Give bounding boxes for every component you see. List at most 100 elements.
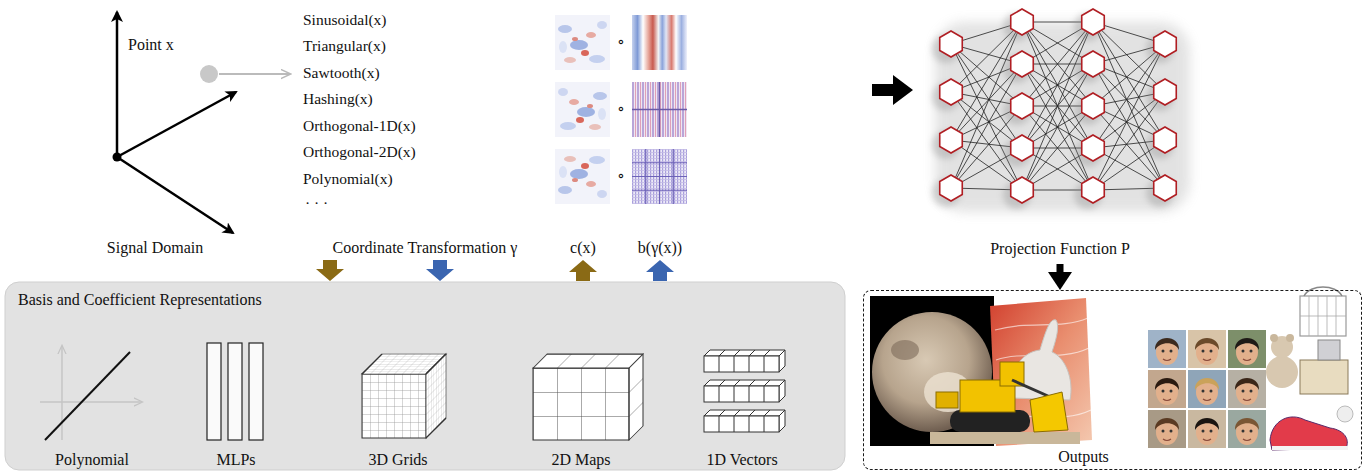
objects-image <box>1266 287 1353 450</box>
product-symbol: ∘ <box>617 33 625 50</box>
objects-image <box>1300 360 1348 394</box>
label-slot: Sawtooth(x) <box>303 64 380 83</box>
polynomial-icon <box>61 346 62 440</box>
objects-image <box>1337 406 1353 422</box>
polynomial-icon <box>45 352 130 440</box>
faces-image <box>1188 370 1226 408</box>
coefficient-tiles <box>555 15 610 70</box>
coefficient-tiles <box>555 149 610 204</box>
basis-tiles <box>632 15 687 70</box>
faces-image <box>1228 410 1266 448</box>
faces-image <box>1148 410 1186 448</box>
faces-image <box>1148 330 1186 368</box>
representation-item: 3D Grids <box>338 448 458 472</box>
component-label: Projection Function P <box>990 239 1130 258</box>
label-slot: Orthogonal-2D(x) <box>303 143 416 162</box>
transform-arrows <box>646 260 674 281</box>
network-links <box>1022 22 1093 148</box>
objects-image <box>1300 296 1346 336</box>
faces-image <box>1228 370 1266 408</box>
network-unit <box>1154 175 1177 201</box>
sample-point <box>200 65 218 83</box>
label-slot: ∘ <box>617 99 625 118</box>
faces-image <box>1228 330 1266 368</box>
transform-arrows <box>569 260 597 281</box>
signal-axes <box>116 12 119 157</box>
transform-arrows <box>316 260 674 281</box>
network-unit <box>1082 177 1105 203</box>
faces-image <box>1188 330 1226 368</box>
item-label: 2D Maps <box>551 450 610 469</box>
grid-map-icon <box>629 354 643 440</box>
network-links <box>951 64 1022 188</box>
signal-axes <box>113 153 122 162</box>
objects-image <box>1318 340 1340 360</box>
transform-name: Polynomial(x) <box>303 170 393 187</box>
transform-name: Triangular(x) <box>303 37 386 54</box>
bunny-image <box>1011 320 1071 400</box>
grid-cube-icon <box>362 374 426 438</box>
item-label: MLPs <box>216 450 255 469</box>
objects-image <box>1300 296 1346 336</box>
signal-axes <box>117 157 233 233</box>
grid-map-icon <box>629 354 643 440</box>
basis-tiles <box>632 82 687 137</box>
network-links <box>1093 64 1165 188</box>
section-label: c(x) <box>570 239 596 256</box>
grid-map-icon <box>533 354 643 440</box>
label-slot: · · · <box>305 194 328 213</box>
grid-cube-icon <box>362 354 446 438</box>
network-unit <box>1154 79 1177 105</box>
grid-map-icon <box>533 368 629 440</box>
network-unit <box>1011 51 1034 77</box>
signal-axes <box>113 12 237 233</box>
signal-axes <box>117 92 236 157</box>
network-shadow <box>935 22 1190 212</box>
representation-item: 1D Vectors <box>682 448 802 472</box>
coefficient-tiles <box>555 15 610 204</box>
network-unit <box>940 9 1177 203</box>
transform-name: Sawtooth(x) <box>303 64 380 81</box>
network-unit <box>1082 9 1105 35</box>
mlp-icon <box>228 343 242 440</box>
network-unit <box>1154 127 1177 153</box>
network-links <box>1022 64 1093 190</box>
panel-background <box>5 282 845 470</box>
network-unit <box>1011 135 1034 161</box>
representation-item: Polynomial <box>32 448 152 472</box>
network-unit <box>1082 135 1105 161</box>
label-slot: Hashing(x) <box>303 90 373 109</box>
lego-image <box>950 410 1030 432</box>
section-label: b(γ(x)) <box>638 239 682 256</box>
label-slot: Signal Domain <box>107 238 203 257</box>
basis-tiles <box>632 15 687 204</box>
grid-cube-icon <box>426 354 446 438</box>
faces-image <box>1148 330 1266 448</box>
grid-map-icon <box>533 354 643 368</box>
objects-image <box>1286 334 1294 342</box>
network-unit <box>940 31 963 57</box>
transform-name: Hashing(x) <box>303 90 373 107</box>
label-slot: ∘ <box>617 32 625 51</box>
label-slot: c(x) <box>570 238 596 257</box>
item-label: 3D Grids <box>368 450 427 469</box>
network-unit <box>1082 51 1105 77</box>
flow-arrow <box>1057 264 1064 272</box>
objects-image <box>1266 356 1298 388</box>
label-slot: Polynomial(x) <box>303 170 393 189</box>
objects-image <box>1304 287 1342 296</box>
grid-map-icon <box>533 354 643 368</box>
lego-image <box>930 432 1080 444</box>
box-label: Outputs <box>1058 447 1109 466</box>
faces-image <box>1188 410 1226 448</box>
grid-cube-icon <box>362 374 426 438</box>
basis-tiles <box>632 149 687 204</box>
vector-icon <box>704 380 785 402</box>
network-links <box>1022 64 1093 190</box>
representation-item: 2D Maps <box>521 448 641 472</box>
network-unit <box>1011 177 1034 203</box>
transform-name: Orthogonal-1D(x) <box>303 117 416 134</box>
lego-image <box>936 392 958 408</box>
mlp-icon <box>249 343 263 440</box>
coefficient-tiles <box>555 82 610 137</box>
